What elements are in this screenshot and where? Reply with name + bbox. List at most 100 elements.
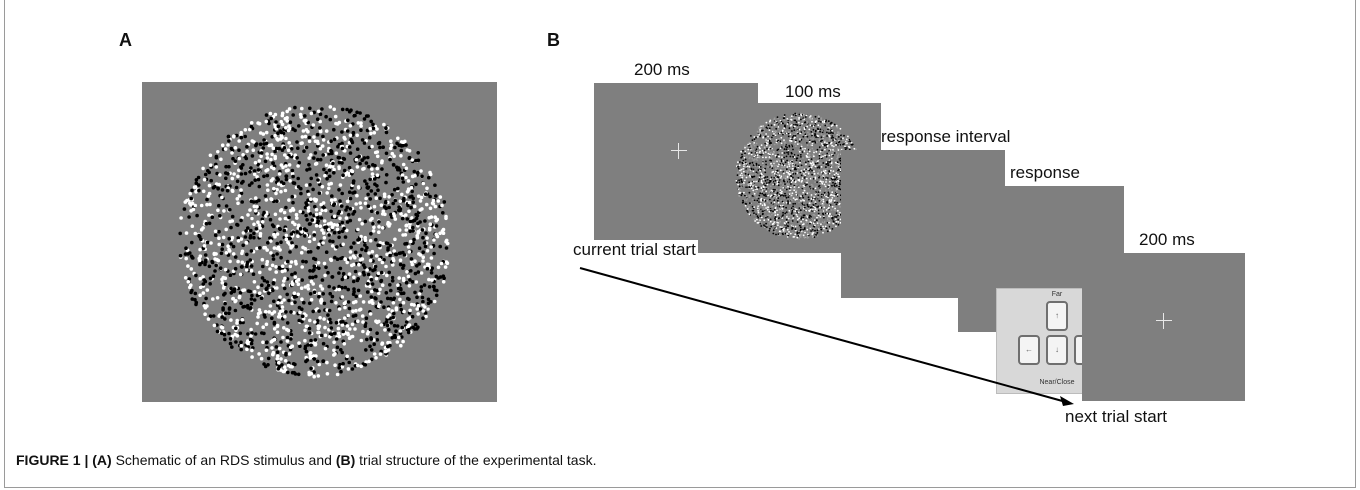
rds-dot — [189, 283, 193, 287]
rds-dot — [429, 271, 434, 275]
rds-dot — [356, 319, 360, 323]
rds-dot — [743, 156, 746, 159]
rds-dot — [223, 301, 227, 306]
rds-dot — [298, 209, 303, 214]
rds-dot — [332, 127, 336, 132]
rds-dot — [811, 147, 814, 150]
rds-dot — [263, 309, 268, 314]
rds-dot — [799, 236, 802, 239]
rds-dot — [746, 197, 748, 200]
rds-dot — [745, 203, 748, 205]
rds-dot — [427, 228, 432, 232]
rds-dot — [790, 183, 792, 185]
rds-dot — [770, 202, 773, 204]
rds-dot — [321, 241, 325, 245]
rds-dot — [237, 194, 242, 198]
rds-dot — [412, 204, 417, 209]
rds-dot — [762, 178, 765, 181]
rds-dot — [253, 196, 258, 200]
rds-dot — [217, 236, 221, 240]
rds-dot — [396, 136, 400, 141]
rds-dot — [355, 133, 359, 138]
rds-dot — [760, 225, 763, 227]
rds-dot — [309, 197, 313, 201]
rds-dot — [346, 118, 350, 123]
rds-dot — [403, 242, 407, 246]
rds-dot — [369, 232, 373, 236]
rds-dot — [277, 146, 281, 151]
rds-dot — [239, 301, 243, 306]
rds-dot — [358, 258, 363, 262]
rds-dot — [378, 352, 383, 356]
rds-dot — [742, 150, 744, 152]
rds-dot — [246, 289, 251, 293]
rds-dot — [376, 188, 380, 192]
rds-dot — [230, 151, 234, 155]
rds-dot — [199, 227, 204, 232]
rds-dot — [418, 208, 423, 212]
rds-dot — [328, 117, 333, 122]
rds-dot — [334, 337, 339, 341]
rds-dot — [332, 331, 337, 336]
rds-dot — [746, 170, 749, 173]
rds-dot — [358, 253, 362, 258]
rds-dot — [335, 345, 340, 350]
rds-dot — [416, 151, 421, 155]
rds-dot — [346, 300, 351, 304]
figure-border — [4, 0, 1356, 488]
rds-dot — [810, 195, 813, 198]
rds-dot — [781, 169, 784, 172]
rds-dot — [249, 264, 254, 268]
rds-dot — [307, 167, 312, 171]
rds-dot — [220, 195, 224, 200]
rds-dot — [756, 218, 758, 221]
rds-dot — [296, 372, 301, 377]
rds-dot — [380, 283, 385, 287]
rds-dot — [231, 296, 235, 301]
rds-dot — [347, 336, 352, 340]
rds-dot — [767, 194, 769, 197]
rds-dot — [774, 216, 777, 218]
rds-dot — [322, 219, 327, 223]
rds-dot — [304, 228, 309, 233]
rds-dot — [284, 136, 288, 141]
rds-dot — [838, 203, 840, 206]
rds-dot — [421, 235, 425, 240]
rds-dot — [324, 129, 329, 133]
rds-dot — [335, 223, 340, 227]
rds-dot — [769, 153, 771, 156]
rds-dot — [252, 290, 257, 294]
rds-dot — [249, 327, 253, 332]
rds-dot — [312, 374, 316, 379]
rds-dot — [804, 126, 807, 129]
rds-dot — [245, 347, 249, 352]
rds-dot — [318, 119, 322, 124]
rds-dot — [300, 230, 304, 234]
rds-dot — [257, 223, 262, 227]
rds-dot — [327, 228, 331, 232]
rds-dot — [752, 209, 755, 212]
rds-dot — [328, 164, 332, 169]
rds-dot — [325, 360, 329, 365]
rds-dot — [282, 146, 287, 150]
rds-dot — [230, 176, 235, 181]
rds-dot — [808, 133, 811, 136]
rds-dot — [314, 173, 319, 177]
rds-dot — [768, 127, 771, 130]
rds-dot — [233, 146, 238, 150]
rds-dot — [249, 228, 253, 233]
rds-dot — [802, 196, 805, 199]
rds-dot — [417, 246, 422, 250]
rds-dot — [792, 203, 795, 205]
rds-dot — [239, 340, 243, 345]
rds-dot — [799, 161, 801, 164]
rds-dot — [830, 209, 833, 211]
rds-dot — [805, 166, 807, 169]
rds-dot — [272, 327, 277, 331]
rds-dot — [737, 161, 739, 164]
rds-dot — [833, 150, 835, 152]
rds-dot — [240, 265, 244, 269]
rds-dot — [768, 122, 771, 125]
rds-dot — [394, 252, 399, 257]
